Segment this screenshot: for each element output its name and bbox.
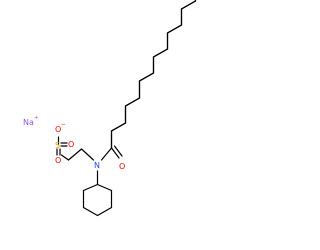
ethyl-bond — [67, 148, 83, 161]
ring-bond — [82, 183, 99, 192]
ethyl-sulfur-bond — [60, 154, 70, 161]
chemical-structure: Na + O − O O S N O — [23, 0, 197, 217]
sulfonate-oxygen-charge: − — [61, 122, 66, 128]
sulfur-label: S — [55, 141, 60, 150]
alkyl-chain — [110, 0, 197, 149]
sulfonate-oxygen-double-label: O — [55, 156, 61, 165]
sodium-charge: + — [34, 115, 39, 121]
n-carbonyl-bond — [100, 147, 113, 161]
bond-group — [56, 0, 197, 217]
n-ethyl-bond — [80, 148, 95, 161]
carbonyl-double-bond — [110, 147, 120, 159]
sodium-label: Na — [23, 118, 34, 127]
alkyl-chain-visible — [110, 0, 197, 149]
ring-bond — [82, 206, 99, 217]
ring-bond — [96, 206, 113, 217]
nitrogen-label: N — [94, 161, 100, 170]
sulfonate-oxygen-double-label: O — [68, 140, 74, 149]
ring-bond — [96, 183, 113, 192]
sulfonate-oxygen-single-label: O — [55, 125, 61, 134]
atom-label-group: Na + O − O O S N O — [23, 115, 125, 171]
carbonyl-oxygen-label: O — [119, 162, 125, 171]
carbonyl-double-bond — [113, 145, 123, 157]
